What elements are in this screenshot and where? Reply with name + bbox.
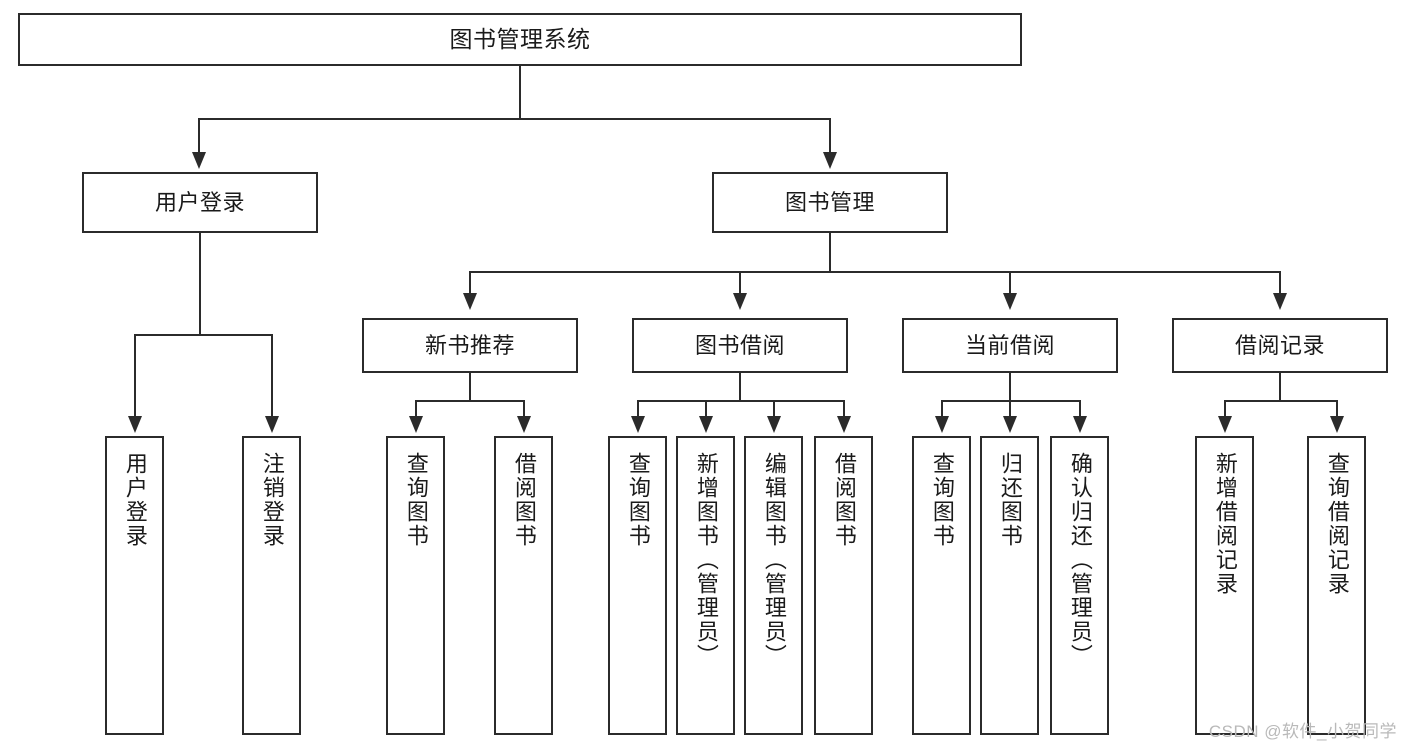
edge-new-book-to-leaf-1 — [415, 400, 417, 418]
edge-borrow-record-stem — [1279, 373, 1281, 401]
leaf-add-borrow-record[interactable]: 新增借阅记录 — [1195, 436, 1254, 735]
edge-book-manage-bus — [469, 271, 1281, 273]
edge-book-borrow-to-leaf-2 — [705, 400, 707, 418]
edge-user-login-bus — [134, 334, 273, 336]
edge-user-login-to-leaf-1 — [134, 334, 136, 418]
edge-book-borrow-to-leaf-4 — [843, 400, 845, 418]
leaf-logout[interactable]: 注销登录 — [242, 436, 301, 735]
node-label: 用户登录 — [154, 189, 245, 215]
edge-current-borrow-stem — [1009, 373, 1011, 401]
leaf-query-book-current[interactable]: 查询图书 — [912, 436, 971, 735]
arrowhead-borrow-record — [1273, 293, 1287, 310]
leaf-user-login[interactable]: 用户登录 — [105, 436, 164, 735]
edge-book-manage-to-current-borrow — [1009, 271, 1011, 295]
edge-user-login-to-leaf-2 — [271, 334, 273, 418]
leaf-confirm-return-admin[interactable]: 确认归还（管理员） — [1050, 436, 1109, 735]
node-user-login[interactable]: 用户登录 — [82, 172, 318, 233]
edge-root-to-book-manage — [829, 118, 831, 154]
node-label: 编辑图书（管理员） — [761, 452, 787, 668]
edge-book-manage-stem — [829, 233, 831, 272]
node-label: 图书管理系统 — [449, 25, 591, 52]
node-label: 查询图书 — [625, 452, 651, 548]
edge-current-borrow-to-leaf-3 — [1079, 400, 1081, 418]
arrowhead-leaf-query-record — [1330, 416, 1344, 433]
node-book-borrow[interactable]: 图书借阅 — [632, 318, 848, 373]
node-label: 借阅图书 — [511, 452, 537, 548]
arrowhead-leaf-confirm-return — [1073, 416, 1087, 433]
node-label: 归还图书 — [997, 452, 1023, 548]
edge-borrow-record-bus — [1224, 400, 1338, 402]
node-label: 注销登录 — [259, 452, 285, 548]
node-root-system[interactable]: 图书管理系统 — [18, 13, 1022, 66]
leaf-add-book-admin[interactable]: 新增图书（管理员） — [676, 436, 735, 735]
edge-root-bus — [198, 118, 831, 120]
leaf-edit-book-admin[interactable]: 编辑图书（管理员） — [744, 436, 803, 735]
arrowhead-user-login — [192, 152, 206, 169]
edge-book-borrow-bus — [637, 400, 845, 402]
leaf-query-book-borrow[interactable]: 查询图书 — [608, 436, 667, 735]
arrowhead-book-manage — [823, 152, 837, 169]
node-label: 新书推荐 — [424, 332, 515, 358]
node-new-book-recommend[interactable]: 新书推荐 — [362, 318, 578, 373]
edge-new-book-to-leaf-2 — [523, 400, 525, 418]
edge-new-book-bus — [415, 400, 525, 402]
arrowhead-leaf-return-book — [1003, 416, 1017, 433]
arrowhead-leaf-edit-book — [767, 416, 781, 433]
arrowhead-leaf-query-book-2 — [631, 416, 645, 433]
node-label: 借阅图书 — [831, 452, 857, 548]
leaf-return-book[interactable]: 归还图书 — [980, 436, 1039, 735]
arrowhead-leaf-query-book-1 — [409, 416, 423, 433]
node-label: 借阅记录 — [1234, 332, 1325, 358]
edge-current-borrow-to-leaf-1 — [941, 400, 943, 418]
node-label: 当前借阅 — [964, 332, 1055, 358]
edge-user-login-stem — [199, 233, 201, 335]
node-label: 查询图书 — [403, 452, 429, 548]
arrowhead-leaf-logout — [265, 416, 279, 433]
node-label: 图书借阅 — [694, 332, 785, 358]
node-label: 查询借阅记录 — [1324, 452, 1350, 596]
edge-book-manage-to-borrow-record — [1279, 271, 1281, 295]
edge-book-borrow-stem — [739, 373, 741, 401]
edge-current-borrow-bus — [941, 400, 1081, 402]
arrowhead-new-book-recommend — [463, 293, 477, 310]
arrowhead-leaf-add-record — [1218, 416, 1232, 433]
edge-book-manage-to-book-borrow — [739, 271, 741, 295]
csdn-watermark: CSDN @软件_小贺同学 — [1208, 722, 1397, 741]
arrowhead-leaf-user-login — [128, 416, 142, 433]
arrowhead-book-borrow — [733, 293, 747, 310]
node-label: 查询图书 — [929, 452, 955, 548]
arrowhead-current-borrow — [1003, 293, 1017, 310]
arrowhead-leaf-query-book-3 — [935, 416, 949, 433]
node-book-management[interactable]: 图书管理 — [712, 172, 948, 233]
edge-current-borrow-to-leaf-2 — [1009, 400, 1011, 418]
node-label: 新增图书（管理员） — [693, 452, 719, 668]
node-label: 用户登录 — [122, 452, 148, 548]
node-borrow-record[interactable]: 借阅记录 — [1172, 318, 1388, 373]
edge-book-manage-to-new-book — [469, 271, 471, 295]
leaf-query-borrow-record[interactable]: 查询借阅记录 — [1307, 436, 1366, 735]
node-label: 新增借阅记录 — [1212, 452, 1238, 596]
edge-root-stem — [519, 66, 521, 119]
node-label: 确认归还（管理员） — [1067, 452, 1093, 668]
edge-root-to-user-login — [198, 118, 200, 154]
leaf-query-book-recommend[interactable]: 查询图书 — [386, 436, 445, 735]
arrowhead-leaf-borrow-book-2 — [837, 416, 851, 433]
arrowhead-leaf-add-book — [699, 416, 713, 433]
edge-book-borrow-to-leaf-3 — [773, 400, 775, 418]
arrowhead-leaf-borrow-book-1 — [517, 416, 531, 433]
edge-borrow-record-to-leaf-2 — [1336, 400, 1338, 418]
edge-book-borrow-to-leaf-1 — [637, 400, 639, 418]
edge-borrow-record-to-leaf-1 — [1224, 400, 1226, 418]
node-label: 图书管理 — [784, 189, 875, 215]
edge-new-book-stem — [469, 373, 471, 401]
node-current-borrow[interactable]: 当前借阅 — [902, 318, 1118, 373]
leaf-borrow-book-recommend[interactable]: 借阅图书 — [494, 436, 553, 735]
leaf-borrow-book[interactable]: 借阅图书 — [814, 436, 873, 735]
